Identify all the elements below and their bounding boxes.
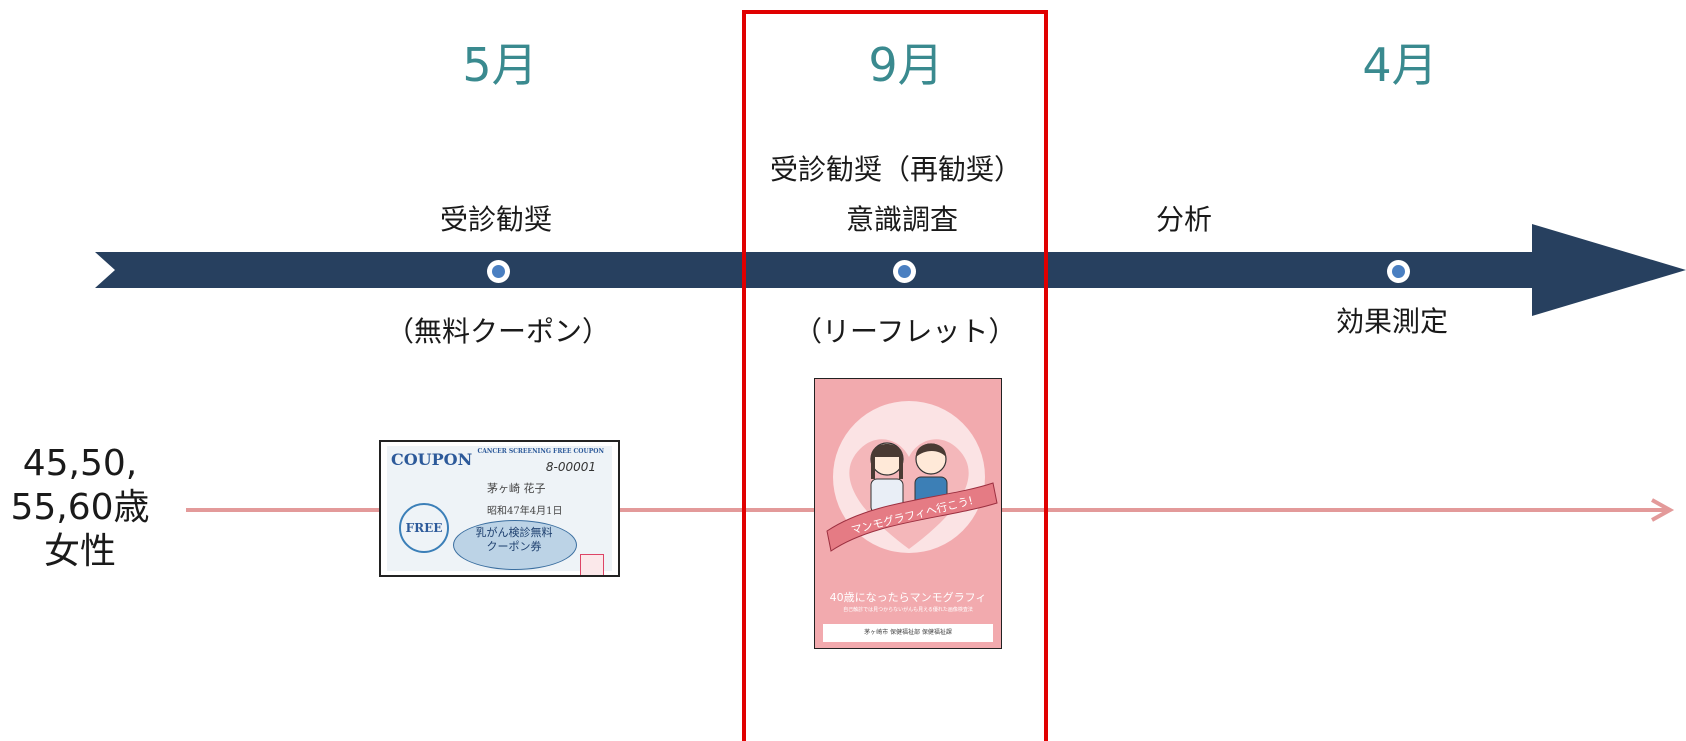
coupon-oval bbox=[453, 520, 577, 570]
label-effect-measurement: 効果測定 bbox=[1336, 305, 1449, 338]
label-analysis: 分析 bbox=[1156, 203, 1213, 236]
target-ages-line1: 45,50, bbox=[22, 443, 138, 484]
target-track-arrowhead bbox=[1651, 498, 1675, 522]
coupon-stamp bbox=[580, 554, 604, 575]
timeline-arrow-shape bbox=[95, 224, 1686, 316]
target-gender: 女性 bbox=[43, 530, 116, 572]
coupon-date: 昭和47年4月1日 bbox=[487, 506, 563, 517]
timeline-dot-april bbox=[1388, 261, 1409, 282]
coupon-oval-line2: クーポン券 bbox=[486, 539, 542, 553]
leaflet-subtitle: 自己触診では見つからないがんも見える優れた画像検査法 bbox=[843, 607, 973, 613]
highlight-frame-september bbox=[742, 10, 1048, 741]
target-group: 45,50, 55,60歳 女性 bbox=[0, 442, 160, 574]
coupon-subheader: CANCER SCREENING FREE COUPON bbox=[477, 448, 604, 455]
coupon-body: COUPON CANCER SCREENING FREE COUPON 8-00… bbox=[387, 446, 612, 575]
label-recommendation-may: 受診勧奨 bbox=[440, 203, 553, 236]
timeline-arrow bbox=[95, 224, 1686, 316]
label-free-coupon: （無料クーポン） bbox=[386, 315, 611, 348]
leaflet-illustration bbox=[826, 401, 998, 553]
label-leaflet: （リーフレット） bbox=[794, 315, 1017, 348]
leaflet-footer: 茅ヶ崎市 保健福祉部 保健福祉課 bbox=[823, 624, 993, 642]
month-may: 5月 bbox=[462, 38, 538, 92]
coupon-image: COUPON CANCER SCREENING FREE COUPON 8-00… bbox=[379, 440, 620, 577]
coupon-oval-line1: 乳がん検診無料 bbox=[475, 526, 553, 539]
label-re-recommendation: 受診勧奨（再勧奨） bbox=[770, 153, 1023, 186]
timeline-dot-september bbox=[894, 261, 915, 282]
month-september: 9月 bbox=[868, 38, 944, 92]
leaflet-title: 40歳になったらマンモグラフィ bbox=[829, 591, 987, 604]
target-ages-line2: 55,60歳 bbox=[10, 486, 150, 528]
label-awareness-survey: 意識調査 bbox=[846, 203, 959, 236]
coupon-header: COUPON bbox=[391, 450, 473, 469]
woman-left-icon bbox=[870, 442, 904, 514]
coupon-name: 茅ヶ崎 花子 bbox=[487, 482, 546, 495]
coupon-free-badge: FREE bbox=[399, 503, 449, 553]
leaflet-image: マンモグラフィへ行こう! 40歳になったらマンモグラフィ 自己触診では見つからな… bbox=[814, 378, 1002, 649]
coupon-number: 8-00001 bbox=[545, 460, 596, 474]
month-april: 4月 bbox=[1362, 38, 1438, 92]
leaflet-banner-ribbon bbox=[826, 482, 998, 552]
coupon-oval-text: 乳がん検診無料 クーポン券 bbox=[453, 526, 575, 554]
timeline-dot-may bbox=[488, 261, 509, 282]
